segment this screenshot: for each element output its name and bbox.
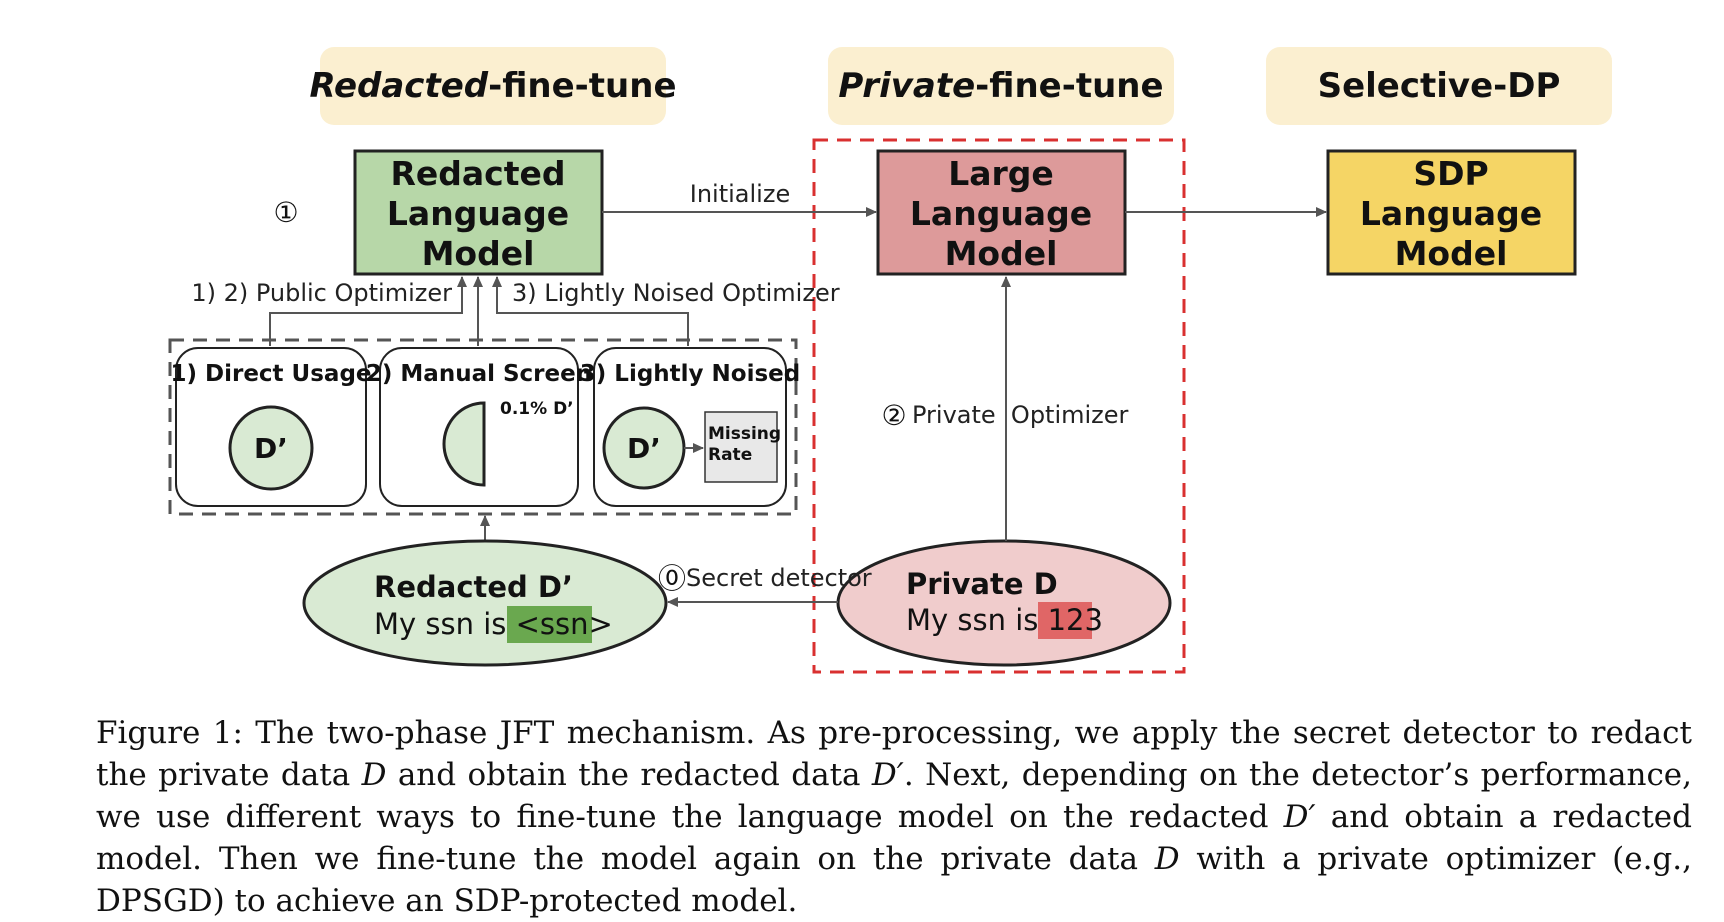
figure-caption: Figure 1: The two-phase JFT mechanism. A… <box>96 715 1693 919</box>
step-0-marker: ⓪ <box>658 562 686 595</box>
half-data-shape <box>442 401 486 487</box>
redacted-data-circle <box>228 405 314 491</box>
step-2-marker: ② <box>881 399 906 432</box>
initialize-label: Initialize <box>690 180 790 208</box>
option-manual-screen: 2) Manual Screen 0.1% D’ <box>366 347 592 507</box>
redacted-data-node: Redacted D’ My ssn is <ssn> <box>302 539 668 667</box>
sdp-model-line1: SDP <box>1413 154 1488 193</box>
secret-number-highlight <box>1038 602 1092 639</box>
missing-rate-line2: Rate <box>708 445 752 465</box>
direct-circle-label: D’ <box>254 432 288 465</box>
large-model-line3: Model <box>945 234 1058 273</box>
public-optimizer-label: 1) 2) Public Optimizer <box>191 279 452 307</box>
sdp-model-line2: Language <box>1360 194 1542 233</box>
lightly-noised-title: 3) Lightly Noised <box>580 361 800 387</box>
option-direct-usage: 1) Direct Usage D’ <box>170 347 372 507</box>
large-model-line1: Large <box>948 154 1054 193</box>
header-private-finetune: Private-fine-tune <box>838 66 1163 106</box>
large-language-model: Large Language Model <box>876 149 1127 276</box>
sdp-language-model: SDP Language Model <box>1326 149 1577 276</box>
header-redacted-finetune: Redacted-fine-tune <box>309 66 676 106</box>
missing-rate-line1: Missing <box>708 424 781 444</box>
option-lightly-noised: 3) Lightly Noised D’ Missing Rate <box>580 347 800 507</box>
header-redacted-finetune-bg <box>320 47 666 125</box>
redacted-model-line3: Model <box>422 234 535 273</box>
header-selective-dp: Selective-DP <box>1318 66 1561 106</box>
sdp-model-line3: Model <box>1395 234 1508 273</box>
private-data-text: My ssn is 123 <box>906 603 1103 637</box>
header-private-finetune-bg <box>828 47 1174 125</box>
redacted-data-title: Redacted D’ <box>374 570 573 604</box>
manual-fraction-label: 0.1% D’ <box>500 399 574 419</box>
private-data-node: Private D My ssn is 123 <box>836 539 1172 667</box>
header-selective-dp-bg <box>1266 47 1612 125</box>
lightly-noised-optimizer-label: 3) Lightly Noised Optimizer <box>512 279 840 307</box>
secret-detector-label: Secret detector <box>686 564 872 592</box>
large-model-line2: Language <box>910 194 1092 233</box>
missing-rate-box <box>704 411 778 483</box>
redacted-model-line2: Language <box>387 194 569 233</box>
manual-screen-title: 2) Manual Screen <box>366 361 592 387</box>
ssn-highlight <box>507 606 592 643</box>
public-optimizer-arrow <box>269 276 467 346</box>
finetune-options-group <box>168 338 798 516</box>
direct-usage-title: 1) Direct Usage <box>170 361 371 387</box>
redacted-model-line1: Redacted <box>390 154 565 193</box>
redacted-language-model: Redacted Language Model <box>353 149 604 276</box>
private-data-title: Private D <box>906 567 1058 601</box>
private-optimizer-label: Private Optimizer <box>912 401 1129 429</box>
redacted-data-text: My ssn is <ssn> <box>374 607 613 641</box>
lightly-noised-optimizer-arrow <box>492 276 689 346</box>
noised-circle-label: D’ <box>627 432 661 465</box>
step-1-marker: ① <box>273 196 298 229</box>
private-region <box>812 138 1186 674</box>
